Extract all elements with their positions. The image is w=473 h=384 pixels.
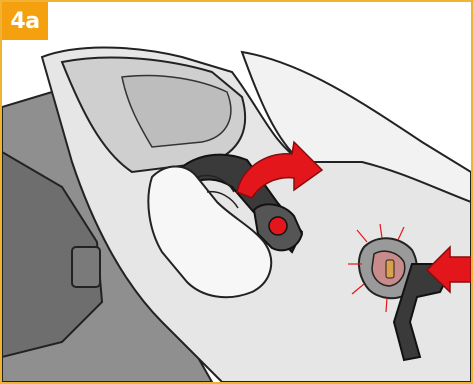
lower-buckle-tab — [386, 260, 394, 278]
seat-clip — [72, 247, 100, 287]
step-number: 4a — [10, 9, 39, 34]
step-badge: 4a — [2, 2, 48, 40]
release-button — [269, 217, 287, 235]
